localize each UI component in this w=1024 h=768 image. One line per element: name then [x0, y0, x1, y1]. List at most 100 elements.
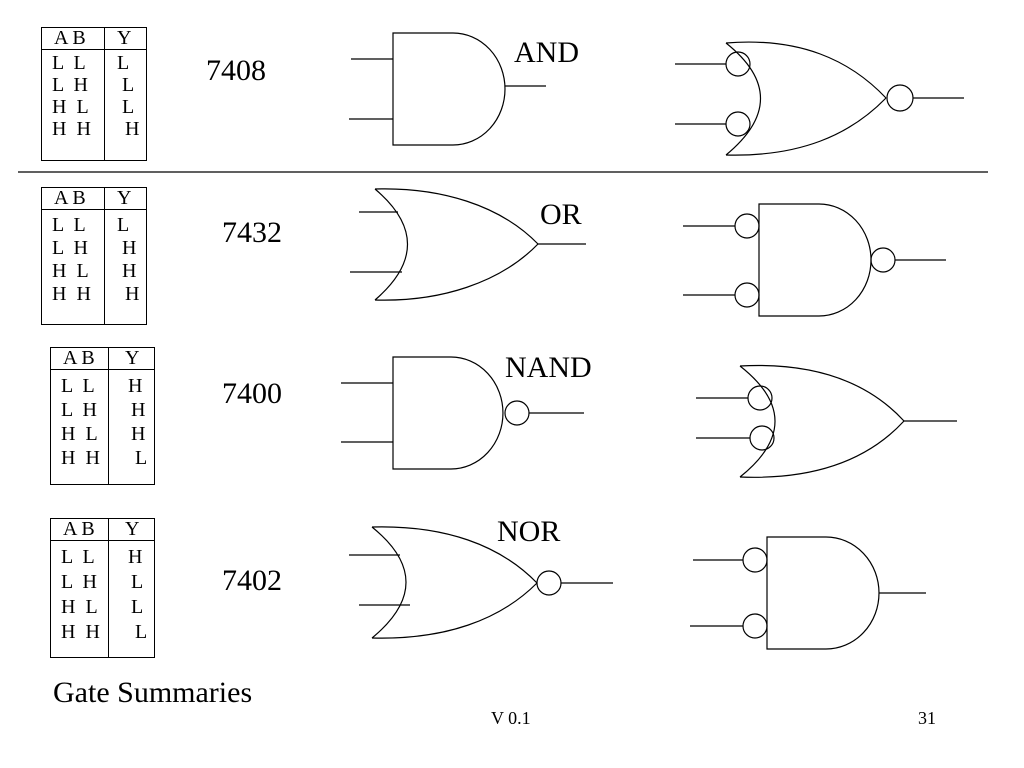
gate-label-nor: NOR [497, 515, 561, 548]
ab-cell: L L [52, 214, 86, 236]
header-ab: A B [54, 27, 86, 49]
ab-cell: L L [61, 546, 95, 568]
nor-equivalent-symbol [690, 536, 926, 650]
ab-cell: H H [52, 118, 91, 140]
ab-cell: L H [52, 74, 88, 96]
or-top-curve [374, 188, 539, 245]
truth-table-7400: A B Y L L L H H L H H H H H L [50, 347, 155, 485]
y-cell: H [128, 546, 143, 568]
inversion-bubble [747, 385, 773, 411]
truth-table-7402: A B Y L L L H H L H H H L L L [50, 518, 155, 658]
truth-table-ab-column [51, 348, 109, 484]
ab-cell: L H [61, 399, 97, 421]
y-cell: H [131, 423, 146, 445]
and-gate-symbol [349, 32, 546, 146]
y-cell: H [125, 118, 140, 140]
y-cell: H [131, 399, 146, 421]
and-body [392, 32, 506, 146]
and-body [392, 356, 504, 470]
inversion-bubble [536, 570, 562, 596]
header-ab: A B [54, 187, 86, 209]
and-equivalent-symbol [675, 41, 964, 156]
or-back-curve [371, 526, 407, 639]
nor-gate-symbol [349, 526, 613, 639]
slide-title: Gate Summaries [53, 676, 253, 709]
ab-cell: L L [61, 375, 95, 397]
or-top-curve [739, 364, 905, 422]
or-back-curve [374, 188, 408, 301]
y-cell: L [117, 52, 130, 74]
or-back-curve [725, 42, 761, 156]
header-y: Y [117, 187, 132, 209]
gate-label-or: OR [540, 198, 582, 231]
header-y: Y [117, 27, 132, 49]
truth-table-header [42, 188, 146, 210]
header-y: Y [125, 347, 140, 369]
header-y: Y [125, 518, 140, 540]
and-body [758, 203, 872, 317]
inversion-bubble [742, 547, 768, 573]
version-label: V 0.1 [491, 708, 531, 728]
truth-table-header [51, 519, 154, 541]
inversion-bubble [504, 400, 530, 426]
truth-table-7432: A B Y L L L H H L H H L H H H [41, 187, 147, 325]
y-cell: L [122, 96, 135, 118]
y-cell: H [122, 260, 137, 282]
truth-table-header [51, 348, 154, 370]
or-bottom-curve [725, 97, 887, 156]
or-top-curve [725, 41, 887, 99]
or-back-curve [739, 365, 776, 478]
y-cell: L [122, 74, 135, 96]
y-cell: L [135, 447, 148, 469]
part-number-7402: 7402 [222, 564, 282, 597]
truth-table-ab-column [51, 519, 109, 657]
inversion-bubble [725, 51, 751, 77]
inversion-bubble [742, 613, 768, 639]
ab-cell: H L [52, 96, 89, 118]
nand-equivalent-symbol [696, 364, 957, 478]
or-gate-symbol [350, 188, 586, 301]
truth-table-ab-column [42, 188, 105, 324]
gate-label-nand: NAND [505, 351, 592, 384]
inversion-bubble [749, 425, 775, 451]
or-equivalent-symbol [683, 203, 946, 317]
truth-table-ab-column [42, 28, 105, 160]
y-cell: H [122, 237, 137, 259]
or-bottom-curve [739, 420, 905, 478]
y-cell: L [131, 571, 144, 593]
ab-cell: H H [52, 283, 91, 305]
ab-cell: H L [52, 260, 89, 282]
or-top-curve [371, 526, 538, 584]
ab-cell: L L [52, 52, 86, 74]
truth-table-header [42, 28, 146, 50]
header-ab: A B [63, 518, 95, 540]
ab-cell: H L [61, 596, 98, 618]
y-cell: H [125, 283, 140, 305]
inversion-bubble [725, 111, 751, 137]
ab-cell: L H [61, 571, 97, 593]
page-number: 31 [918, 708, 936, 728]
ab-cell: L H [52, 237, 88, 259]
inversion-bubble [870, 247, 896, 273]
and-body [766, 536, 880, 650]
gate-label-and: AND [514, 36, 579, 69]
part-number-7400: 7400 [222, 377, 282, 410]
y-cell: L [117, 214, 130, 236]
y-cell: L [135, 621, 148, 643]
ab-cell: H H [61, 447, 100, 469]
header-ab: A B [63, 347, 95, 369]
inversion-bubble [734, 282, 760, 308]
or-bottom-curve [374, 243, 539, 301]
ab-cell: H L [61, 423, 98, 445]
part-number-7432: 7432 [222, 216, 282, 249]
nand-gate-symbol [341, 356, 584, 470]
part-number-7408: 7408 [206, 54, 266, 87]
truth-table-7408: A B Y L L L H H L H H L L L H [41, 27, 147, 161]
ab-cell: H H [61, 621, 100, 643]
inversion-bubble [734, 213, 760, 239]
inversion-bubble [886, 84, 914, 112]
or-bottom-curve [371, 582, 538, 639]
y-cell: L [131, 596, 144, 618]
